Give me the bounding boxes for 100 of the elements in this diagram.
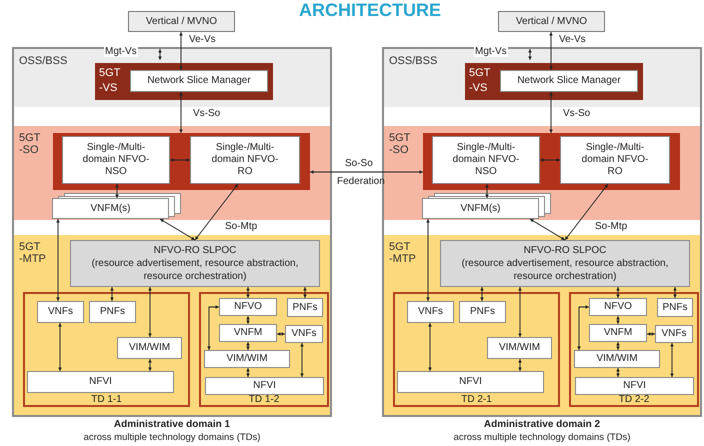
box-label: Network Slice Manager xyxy=(147,75,251,87)
connector xyxy=(518,358,522,372)
entity-box xyxy=(128,11,235,32)
function-box xyxy=(487,337,552,359)
function-box xyxy=(459,301,506,323)
box-label: PNFs xyxy=(470,306,495,318)
technology-domain-frame xyxy=(199,292,329,407)
connector xyxy=(426,218,430,302)
connector xyxy=(303,286,307,298)
connector xyxy=(428,322,432,372)
box-label: Single-/Multi-domain NFVO-RO xyxy=(580,142,650,178)
technology-domain-frame xyxy=(393,292,560,407)
entity-box xyxy=(498,11,605,32)
connector xyxy=(485,184,489,198)
box-label: NFVO xyxy=(604,301,632,313)
box-label: Single-/Multi-domain NFVO-RO xyxy=(210,142,280,178)
function-box xyxy=(219,298,277,316)
layer-band xyxy=(384,126,700,220)
function-box xyxy=(130,70,268,92)
function-box xyxy=(655,325,693,343)
layer-band xyxy=(384,49,700,107)
box-label: Network Slice Manager xyxy=(517,75,621,87)
diagram-title: ARCHITECTURE xyxy=(298,0,442,20)
connector xyxy=(246,316,250,324)
connector xyxy=(673,286,677,298)
box-label: Vertical / MVNO xyxy=(146,16,218,28)
function-box xyxy=(432,136,540,184)
box-title: NFVO-RO SLPOC xyxy=(524,244,606,257)
function-box xyxy=(62,136,170,184)
box-description: (resource advertisement, resource abstraction, resource orchestration) xyxy=(90,257,300,283)
domain-label: TD 2-1 xyxy=(460,394,493,405)
function-box xyxy=(560,136,670,184)
edge-label: Vs-So xyxy=(192,108,222,119)
connector xyxy=(170,158,190,162)
connector xyxy=(646,332,656,336)
box-label: VNFs xyxy=(48,306,73,318)
box-label: VNFM(s) xyxy=(90,202,130,214)
connector xyxy=(56,218,60,302)
connector xyxy=(148,286,152,338)
function-box xyxy=(190,136,300,184)
box-label: VNFM xyxy=(234,327,262,339)
box-label: VNFs xyxy=(662,328,686,340)
domain-label: TD 2-2 xyxy=(618,394,650,405)
edge-label: Vs-So xyxy=(562,108,592,119)
component-block xyxy=(95,63,273,100)
connector xyxy=(540,158,560,162)
function-box xyxy=(89,301,136,323)
connector xyxy=(310,170,424,174)
function-box xyxy=(589,298,647,316)
orchestrator-block xyxy=(423,133,680,190)
box-label: NFVI xyxy=(623,380,646,392)
edge-label: Mgt-Vs xyxy=(474,46,508,57)
edge-label: So-So xyxy=(344,158,374,169)
layer-label: 5GT -SO xyxy=(389,132,412,156)
edge-label: So-Mtp xyxy=(224,221,258,232)
function-box xyxy=(204,350,290,368)
function-box xyxy=(397,371,544,393)
box-label: NFVI xyxy=(459,376,482,388)
layer-band xyxy=(384,235,700,415)
layer-label: OSS/BSS xyxy=(389,55,438,67)
box-label: Vertical / MVNO xyxy=(516,16,588,28)
domain-caption: across multiple technology domains (TDs) xyxy=(82,432,262,443)
box-label: PNFs xyxy=(100,306,125,318)
function-box xyxy=(27,371,174,393)
connector xyxy=(246,368,250,378)
function-box xyxy=(440,240,690,287)
layer-label: 5GT -MTP xyxy=(19,241,46,265)
block-label: 5GT -VS xyxy=(99,66,122,96)
box-label: VIM/WIM xyxy=(596,353,638,365)
connector xyxy=(58,322,62,372)
block-label: 5GT -VS xyxy=(469,66,492,96)
box-title: NFVO-RO SLPOC xyxy=(154,244,236,257)
connector xyxy=(564,184,608,240)
connector xyxy=(194,184,238,240)
layer-band xyxy=(14,49,330,107)
box-label: NFVI xyxy=(253,380,276,392)
box-label: VNFM(s) xyxy=(460,202,500,214)
function-box xyxy=(37,301,84,323)
box-label: VIM/WIM xyxy=(128,342,170,354)
function-box xyxy=(205,377,324,395)
box-label: VNFs xyxy=(418,306,443,318)
connector xyxy=(528,48,532,60)
box-label: PNFs xyxy=(292,302,318,314)
connector xyxy=(158,48,162,60)
function-box xyxy=(574,350,660,368)
function-box xyxy=(52,198,169,219)
layer-label: 5GT -MTP xyxy=(389,241,416,265)
interface-label: Federation xyxy=(336,176,386,187)
function-box xyxy=(575,377,694,395)
connector xyxy=(246,286,250,298)
box-label: VIM/WIM xyxy=(498,342,540,354)
function-box xyxy=(287,298,323,317)
connector xyxy=(179,32,183,70)
domain-frame xyxy=(12,47,332,417)
box-label: VNFs xyxy=(292,328,316,340)
connector xyxy=(115,184,119,198)
function-box xyxy=(589,324,647,342)
connector xyxy=(616,316,620,324)
edge-label: Mgt-Vs xyxy=(104,46,138,57)
box-description: (resource advertisement, resource abstraction, resource orchestration) xyxy=(460,257,670,283)
